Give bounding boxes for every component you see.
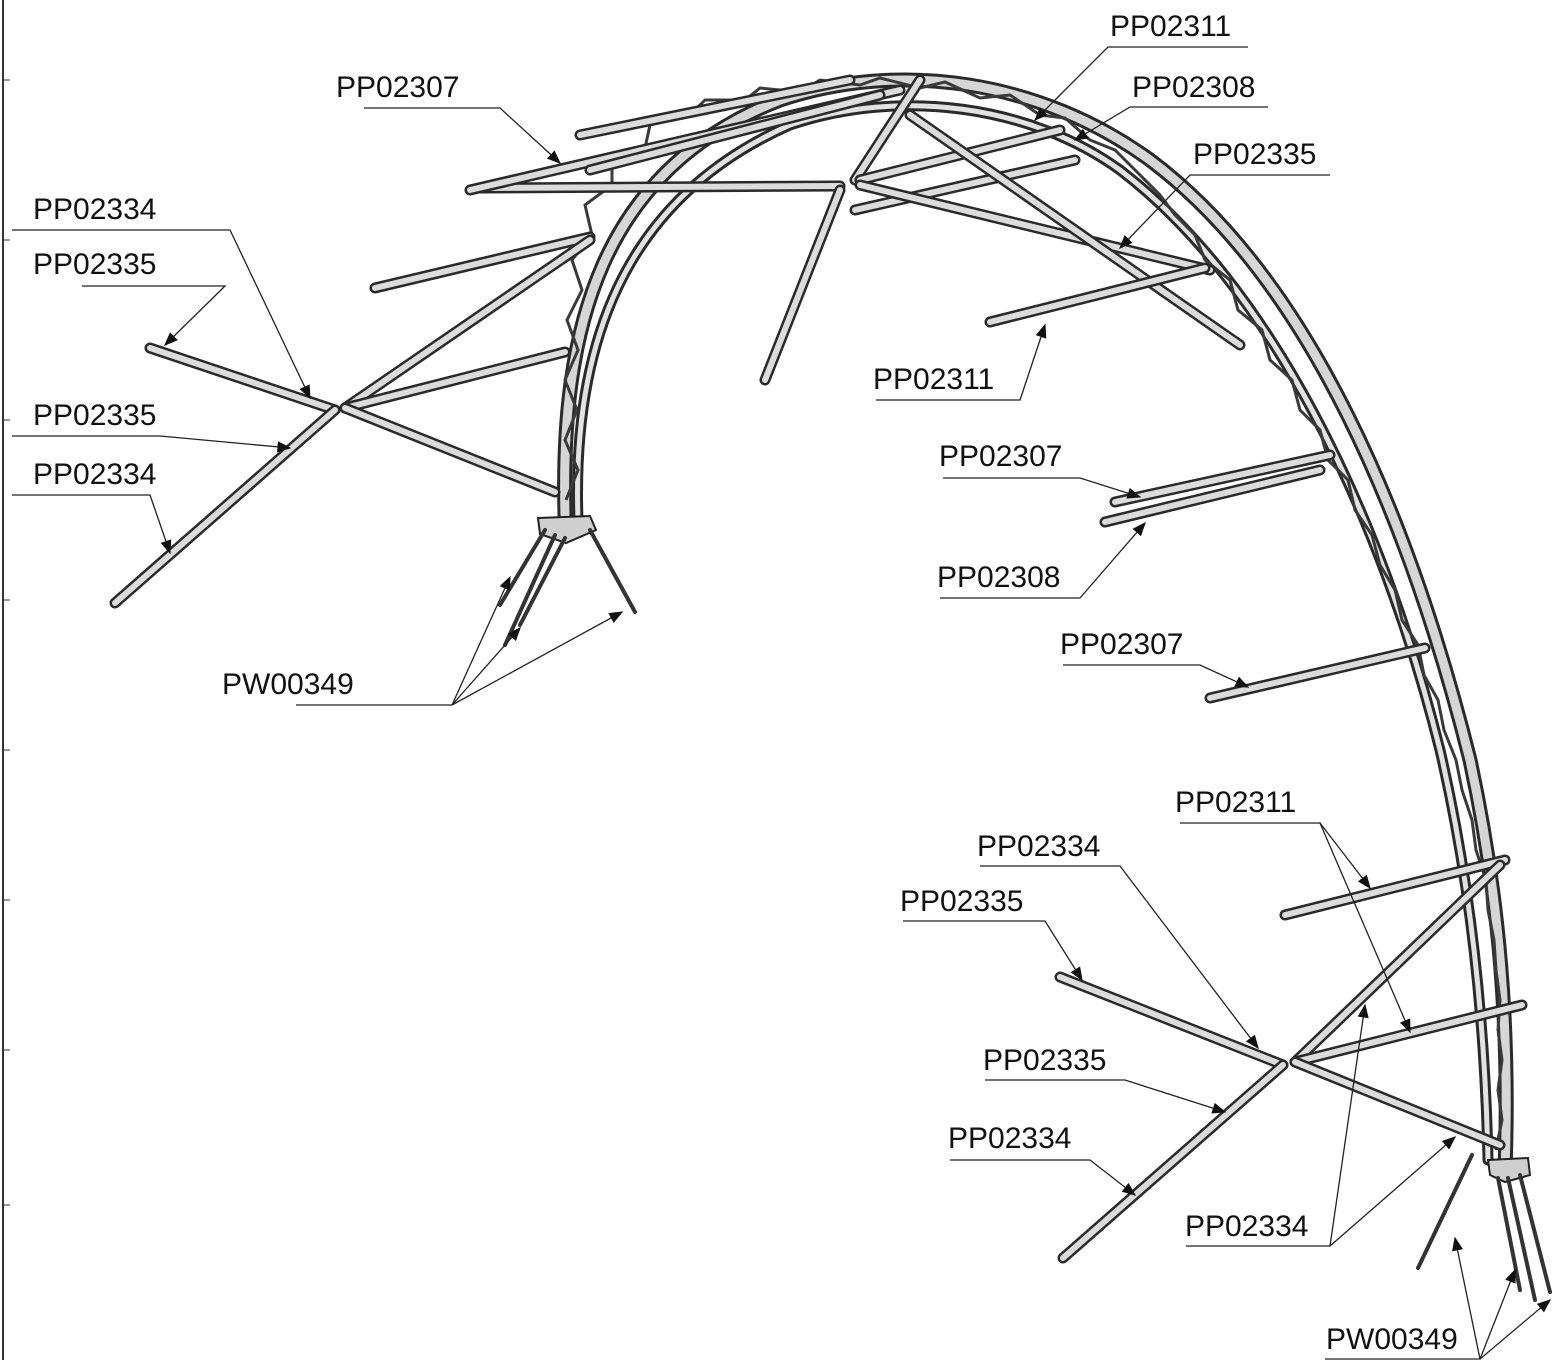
- arch-truss-web: [563, 76, 1504, 1151]
- part-label: PP02335: [33, 248, 156, 281]
- part-label: PP02334: [1185, 1210, 1308, 1243]
- part-label: PP02308: [1132, 71, 1255, 104]
- part-label: PP02335: [1193, 138, 1316, 171]
- part-label: PP02307: [939, 440, 1062, 473]
- part-label: PW00349: [222, 668, 354, 701]
- part-label: PP02307: [1060, 628, 1183, 661]
- leader-lines: [12, 46, 1552, 1360]
- part-label: PP02334: [977, 830, 1100, 863]
- part-label: PP02334: [948, 1122, 1071, 1155]
- border-ticks: [3, 79, 10, 1206]
- part-label: PP02308: [937, 561, 1060, 594]
- part-label: PP02311: [1110, 10, 1231, 43]
- part-label: PP02334: [33, 458, 156, 491]
- part-label: PP02311: [873, 363, 994, 396]
- part-label: PP02335: [33, 399, 156, 432]
- part-label: PP02334: [33, 193, 156, 226]
- part-label: PP02335: [983, 1044, 1106, 1077]
- part-label: PP02335: [900, 885, 1023, 918]
- arch-structure: [109, 72, 1552, 1302]
- part-label: PP02311: [1175, 786, 1296, 819]
- part-labels: PP02311 PP02307 PP02308 PP02335 PP02334 …: [33, 10, 1458, 1356]
- part-label: PW00349: [1326, 1323, 1458, 1356]
- part-label: PP02307: [336, 71, 459, 104]
